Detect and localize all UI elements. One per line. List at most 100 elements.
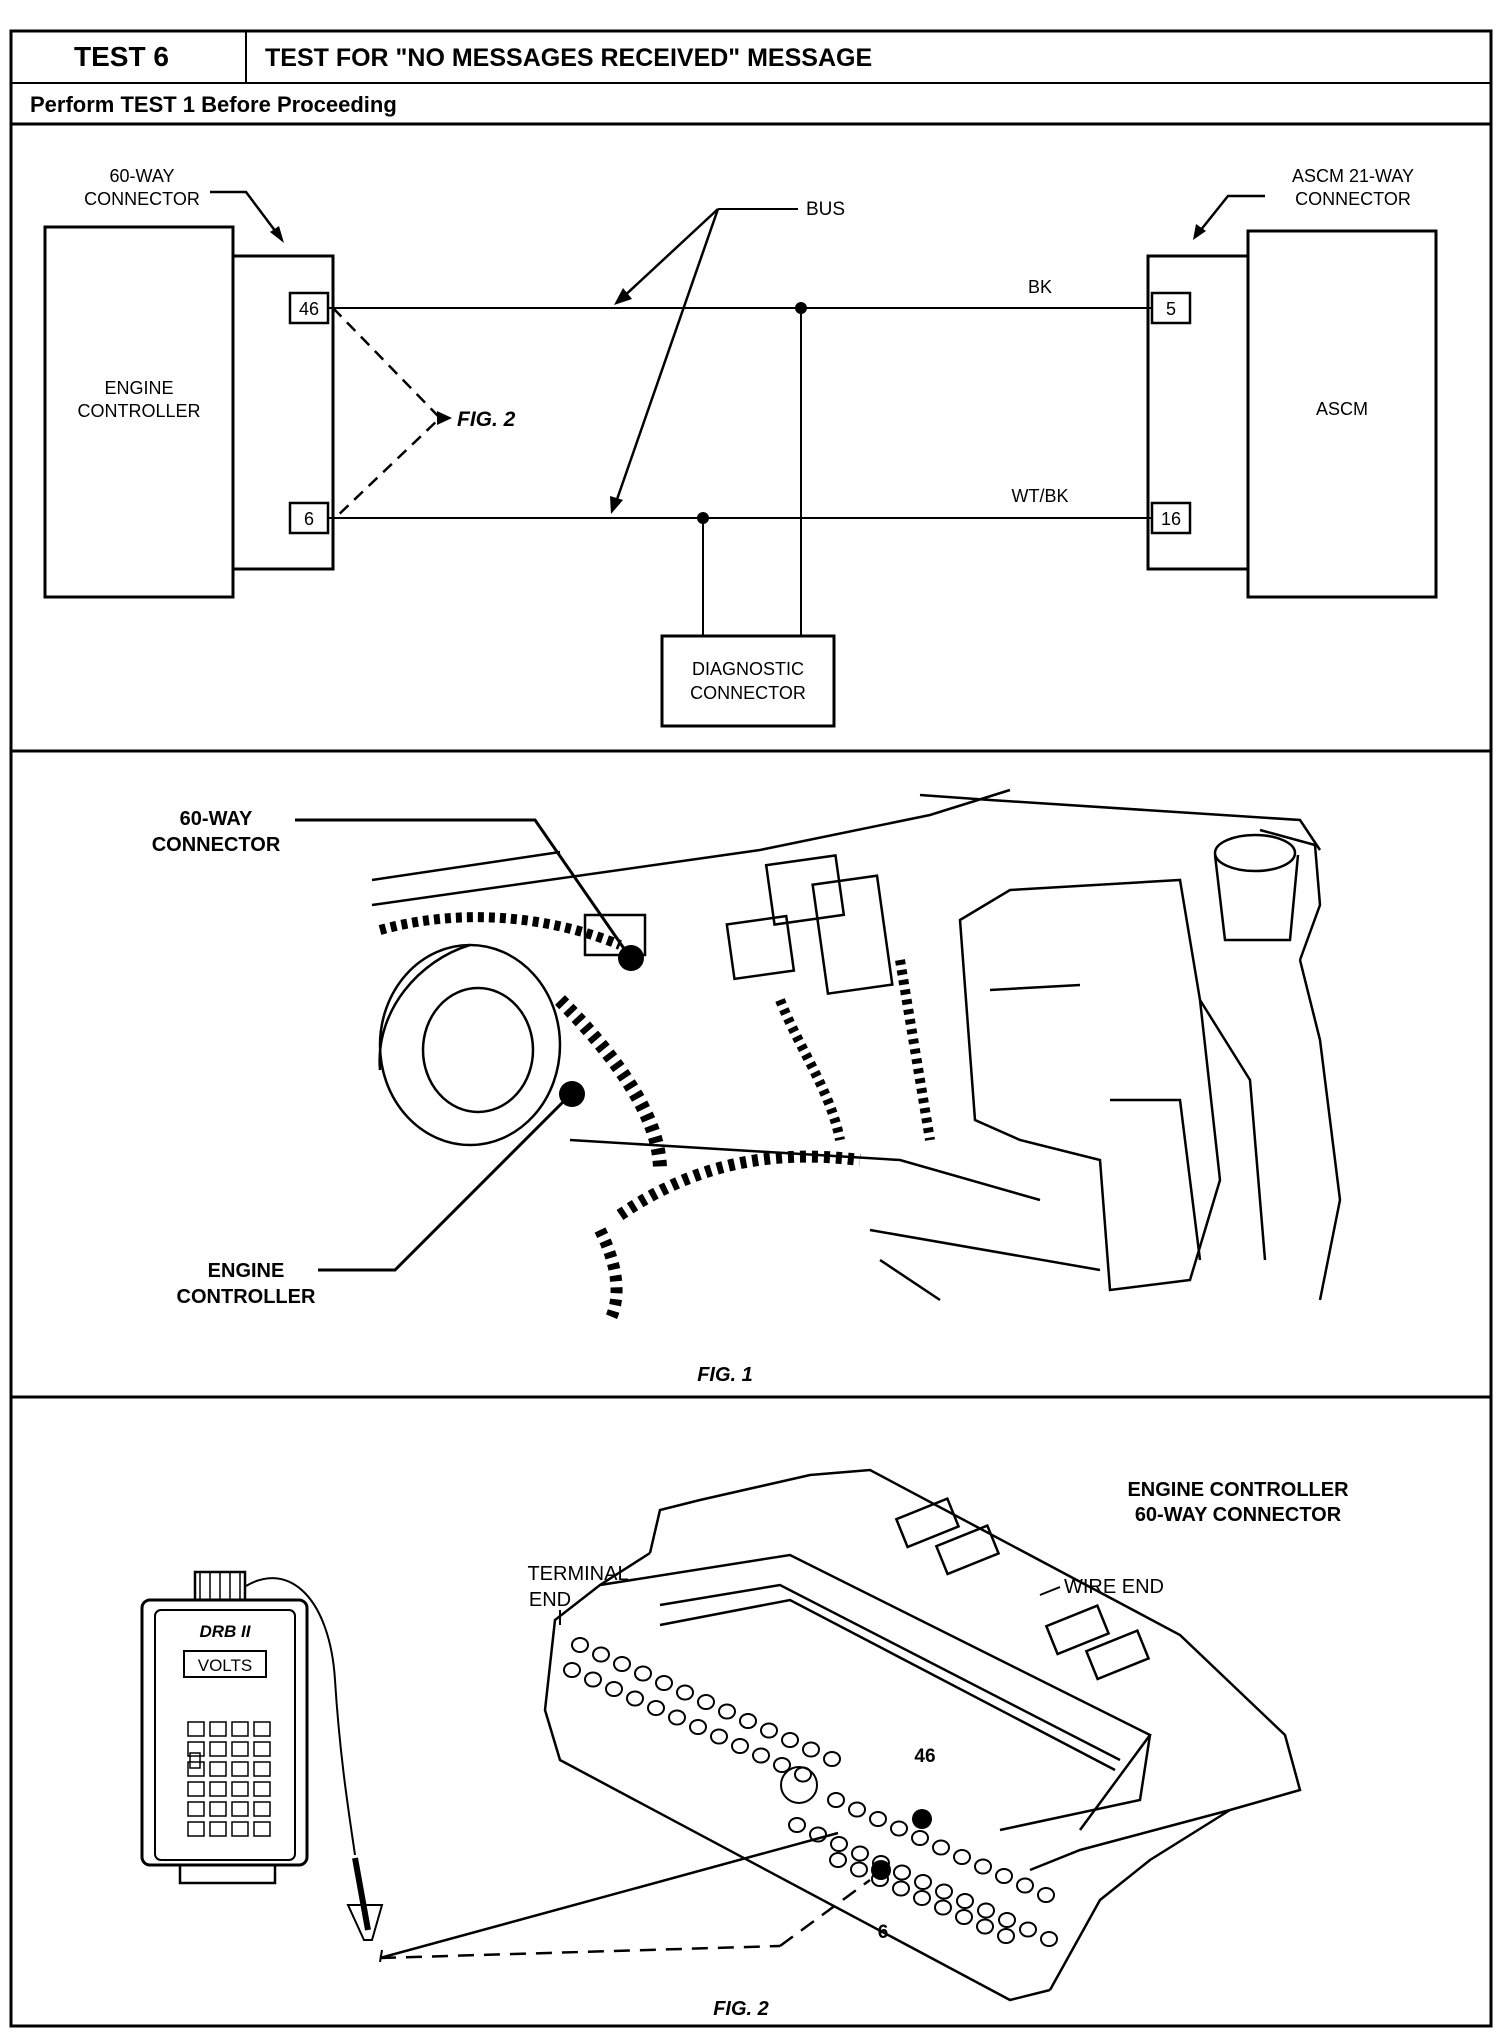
- connector-illustration: [543, 1468, 1302, 2002]
- meter-display-text: VOLTS: [198, 1656, 252, 1675]
- meter-key: [253, 1781, 271, 1797]
- meter-key: [187, 1761, 205, 1777]
- wire-wt-bk-label: WT/BK: [1012, 486, 1069, 506]
- right-connector-label-2: CONNECTOR: [1295, 189, 1411, 209]
- pin-cavity: [626, 1690, 644, 1707]
- pin-cavity: [634, 1665, 652, 1682]
- ascm-label: ASCM: [1316, 399, 1368, 419]
- pin-cavity: [998, 1912, 1016, 1928]
- engine-controller-label-1: ENGINE: [104, 378, 173, 398]
- pin-cavity: [935, 1883, 953, 1900]
- meter-key: [253, 1801, 271, 1817]
- pin-cavity: [1016, 1877, 1034, 1894]
- pin-cavity: [827, 1792, 845, 1808]
- meter-key: [209, 1801, 227, 1817]
- left-connector-label-2: CONNECTOR: [84, 189, 200, 209]
- pin-cavity: [781, 1732, 799, 1748]
- diag-label-1: DIAGNOSTIC: [692, 659, 804, 679]
- pin-cavity: [689, 1719, 707, 1735]
- pin-cavity: [955, 1909, 973, 1925]
- connector-center-hole: [780, 1766, 818, 1804]
- pin-cavity: [584, 1671, 602, 1688]
- diag-label-2: CONNECTOR: [690, 683, 806, 703]
- meter-key: [231, 1741, 249, 1757]
- connector-location-dot: [618, 945, 644, 971]
- meter-key: [231, 1781, 249, 1797]
- pin-cavity: [976, 1918, 994, 1935]
- test-id: TEST 6: [74, 41, 169, 72]
- pin-6-marker: [871, 1860, 891, 1880]
- meter-key: [209, 1761, 227, 1777]
- pin-46-label: 46: [299, 299, 319, 319]
- pin-cavity: [997, 1928, 1015, 1944]
- wiring-schematic: ENGINE CONTROLLER 60-WAY CONNECTOR 46 6 …: [43, 166, 1438, 728]
- pin-cavity: [697, 1694, 715, 1710]
- meter-brand: DRB II: [200, 1622, 252, 1641]
- meter-key: [187, 1801, 205, 1817]
- pin-cavity: [911, 1830, 929, 1846]
- meter-key: [231, 1721, 249, 1737]
- pin-cavity: [605, 1681, 623, 1697]
- wire-bk-label: BK: [1028, 277, 1052, 297]
- pin-cavity: [760, 1722, 778, 1739]
- pin-cavity: [788, 1817, 806, 1833]
- pin-cavity: [571, 1637, 589, 1653]
- pin-cavity: [592, 1646, 610, 1663]
- fig2-title-2: 60-WAY CONNECTOR: [1135, 1504, 1342, 1526]
- pin-5-label: 5: [1166, 299, 1176, 319]
- right-connector-label-1: ASCM 21-WAY: [1292, 166, 1414, 186]
- engine-connector-block: [231, 254, 335, 571]
- pin-cavity: [914, 1874, 932, 1890]
- terminal-end-label-1: TERMINAL: [527, 1563, 628, 1585]
- meter-key: [253, 1741, 271, 1757]
- diagnostic-connector-box: [660, 634, 836, 728]
- drb-meter: [140, 1570, 309, 1885]
- meter-key: [209, 1821, 227, 1837]
- pin-cavity: [892, 1880, 910, 1897]
- engine-controller-label-2: CONTROLLER: [77, 401, 200, 421]
- fig1-connector-label-2: CONNECTOR: [152, 834, 281, 856]
- pin-cavity: [934, 1899, 952, 1916]
- pin-cavity: [655, 1675, 673, 1691]
- wire-end-label: WIRE END: [1064, 1576, 1164, 1598]
- pin-cavity: [995, 1868, 1013, 1884]
- terminal-end-label-2: END: [529, 1589, 571, 1611]
- pin-cavity: [710, 1728, 728, 1745]
- pin-cavity: [1037, 1887, 1055, 1903]
- test-probe: [245, 1577, 871, 1963]
- meter-key: [209, 1741, 227, 1757]
- meter-key: [231, 1761, 249, 1777]
- engine-bay-illustration: [371, 788, 1342, 1323]
- pin-cavity: [1040, 1931, 1058, 1947]
- meter-key: [231, 1821, 249, 1837]
- pin-cavity: [869, 1811, 887, 1827]
- pin-cavity: [890, 1820, 908, 1837]
- fig2-pin-46-label: 46: [914, 1746, 935, 1767]
- meter-key: [187, 1781, 205, 1797]
- meter-key: [187, 1721, 205, 1737]
- meter-key: [187, 1821, 205, 1837]
- pin-cavity: [731, 1738, 749, 1754]
- pin-cavity: [830, 1836, 848, 1852]
- pin-cavity: [809, 1826, 827, 1843]
- pin-cavity: [718, 1703, 736, 1720]
- connector-pin-rows: [563, 1637, 1058, 1947]
- pin-cavity: [563, 1662, 581, 1678]
- pin-cavity: [851, 1845, 869, 1862]
- pin-6-label: 6: [304, 509, 314, 529]
- pin-cavity: [613, 1656, 631, 1672]
- pin-cavity: [752, 1747, 770, 1764]
- pin-cavity: [848, 1801, 866, 1818]
- bus-label: BUS: [806, 199, 845, 220]
- meter-key: [253, 1721, 271, 1737]
- ascm-connector-block: [1146, 254, 1250, 571]
- test-title: TEST FOR "NO MESSAGES RECEIVED" MESSAGE: [265, 44, 872, 72]
- pin-cavity: [829, 1852, 847, 1868]
- pin-cavity: [773, 1757, 791, 1773]
- fig2-title-1: ENGINE CONTROLLER: [1127, 1479, 1349, 1501]
- fig1-controller-label-2: CONTROLLER: [177, 1286, 316, 1308]
- pin-cavity: [913, 1890, 931, 1906]
- fig1-connector-label-1: 60-WAY: [180, 808, 253, 830]
- pin-cavity: [893, 1864, 911, 1881]
